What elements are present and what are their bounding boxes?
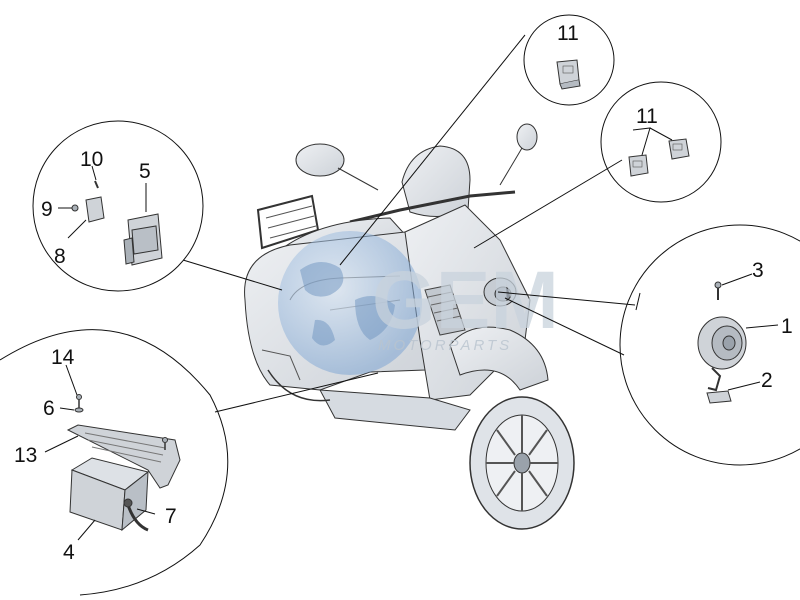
detail-circle-relay-top: [523, 14, 615, 106]
watermark: GEM MOTORPARTS: [278, 231, 559, 375]
front-fender: [449, 326, 549, 391]
detail-circle-horn: [619, 224, 800, 466]
bracket-screw: [76, 394, 168, 450]
callout-bracket-plate: 13: [14, 444, 37, 467]
leader-lines: [182, 34, 641, 413]
front-wheel: [469, 396, 575, 530]
callout-relay-pair: 11: [636, 105, 658, 128]
callout-relay-top: 11: [557, 22, 579, 45]
handlebar-headset: [401, 145, 471, 217]
watermark-subtitle: MOTORPARTS: [378, 337, 512, 354]
callout-box-screw: 10: [80, 148, 103, 171]
bracket-plate: [66, 424, 181, 489]
callout-box: 8: [54, 245, 66, 268]
relay-pair: [628, 138, 690, 177]
left-mirror: [295, 143, 379, 191]
detail-circle-relay-pair: [600, 81, 722, 203]
relay-top: [556, 59, 581, 90]
callout-box-nut: 9: [41, 198, 53, 221]
detail-circle-battery: [0, 329, 229, 596]
callout-horn-screw: 3: [752, 259, 764, 282]
rear-wheel: [267, 369, 331, 402]
regulator: [123, 213, 163, 266]
right-mirror: [499, 123, 538, 186]
callout-horn: 1: [781, 315, 793, 338]
callout-regulator: 5: [139, 160, 151, 183]
callout-battery-cable: 7: [165, 505, 177, 528]
washer: [74, 407, 84, 413]
callout-washer: 6: [43, 397, 55, 420]
battery-cable: [123, 498, 149, 532]
callout-battery: 4: [63, 541, 75, 564]
box-screw: [94, 180, 99, 189]
relay-box: [85, 196, 105, 223]
floor-mat: [424, 284, 466, 336]
horn: [697, 316, 747, 370]
box-nut: [71, 204, 79, 212]
battery: [69, 457, 150, 532]
callout-horn-bracket: 2: [761, 369, 773, 392]
callout-bracket-screw: 14: [51, 346, 75, 369]
footboard: [319, 389, 471, 431]
watermark-logo: GEM: [372, 255, 559, 346]
detail-circle-regulator: [32, 120, 204, 292]
handlebar: [349, 190, 516, 224]
horn-bracket: [706, 367, 732, 404]
horn-screw: [714, 281, 722, 300]
